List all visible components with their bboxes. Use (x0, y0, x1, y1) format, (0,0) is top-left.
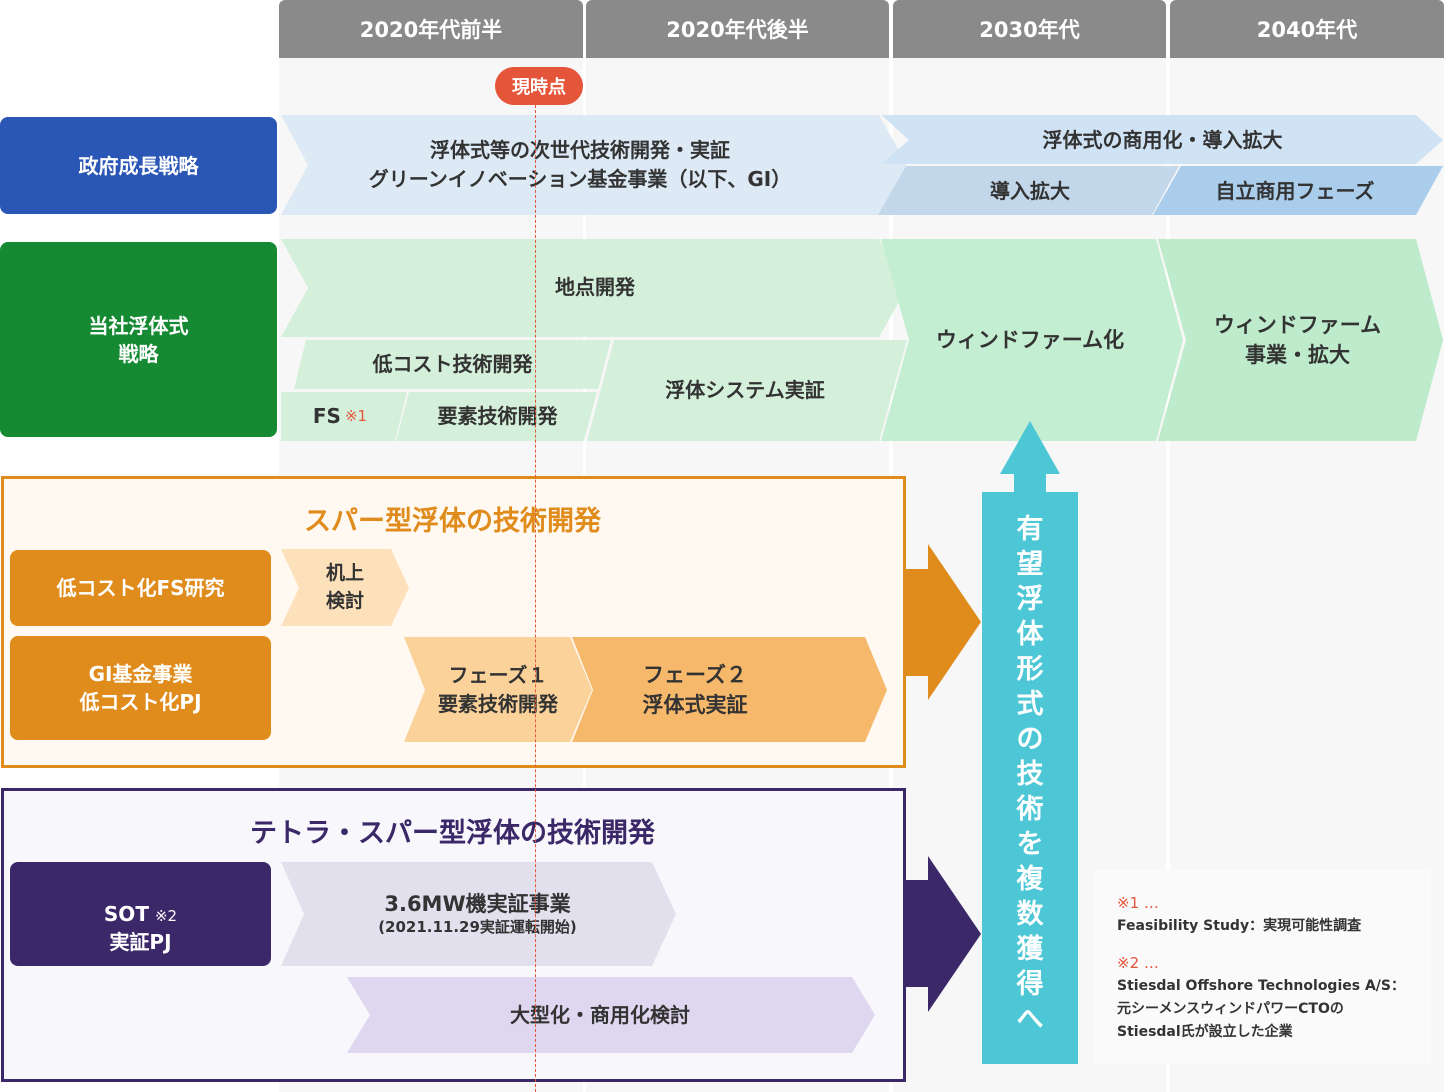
spar-section-title: スパー型浮体の技術開発 (304, 505, 601, 537)
co-item-windfarm-business: ウィンドファーム 事業・拡大 (1213, 312, 1382, 367)
goal-char: 形 (1016, 654, 1044, 685)
gov-arrow-2 (881, 115, 1443, 164)
co-item-system: 浮体システム実証 (665, 377, 825, 402)
goal-char: 数 (1016, 899, 1044, 930)
gov-item-2: 浮体式の商用化・導入拡大 (1042, 127, 1283, 152)
gov-item-1: 浮体式等の次世代技術開発・実証 グリーンイノベーション基金事業（以下、GI） (300, 118, 860, 212)
note-2-line-2: 元シーメンスウィンドパワーCTOの (1117, 1001, 1344, 1017)
tetra-label-line1: SOT ※2 (104, 872, 177, 928)
spar-arrow-desk (281, 549, 409, 626)
tetra-big-arrow (906, 856, 981, 1012)
tetra-arrow-scaleup (347, 977, 875, 1053)
co-arrow-system (587, 340, 907, 441)
goal-char: 有 (1016, 514, 1044, 545)
tetra-item-demo-main: 3.6MW機実証事業 (384, 891, 571, 916)
column-header-2020-early: 2020年代前半 (279, 0, 583, 58)
co-item-lowcost: 低コスト技術開発 (372, 351, 533, 376)
spar-item-desk: 机上 検討 (325, 562, 364, 612)
note-2-line-3: Stiesdal氏が設立した企業 (1117, 1024, 1293, 1040)
goal-text: 有望浮体形式の技術を複数獲得へ (982, 512, 1078, 1037)
goal-char: 浮 (1016, 584, 1044, 615)
goal-char: 獲 (1016, 934, 1044, 965)
co-arrow-element (396, 392, 597, 441)
tetra-arrow-demo (281, 862, 676, 966)
goal-char: の (1016, 724, 1044, 755)
co-arrow-fs (281, 392, 407, 441)
goal-char: 式 (1016, 689, 1044, 720)
goal-char: 技 (1016, 759, 1044, 790)
co-item-fs-note: ※1 (344, 406, 368, 425)
column-header-2020-late: 2020年代後半 (586, 0, 889, 58)
column-header-2030: 2030年代 (893, 0, 1166, 58)
gov-arrow-1 (281, 115, 907, 215)
goal-char: へ (1016, 1004, 1044, 1035)
spar-item-phase2: フェーズ２ 浮体式実証 (642, 662, 748, 717)
now-marker: 現時点 (495, 67, 583, 105)
notes-box: ※1 … Feasibility Study：実現可能性調査 ※2 … Stie… (1093, 870, 1431, 1064)
co-item-windfarm: ウィンドファーム化 (935, 327, 1125, 352)
co-arrow-site (281, 239, 907, 337)
note-2-mark: ※2 … (1117, 954, 1159, 972)
gov-item-1-line2: グリーンイノベーション基金事業（以下、GI） (368, 167, 792, 191)
tetra-item-scaleup: 大型化・商用化検討 (510, 1002, 690, 1027)
spar-row1-label: 低コスト化FS研究 (10, 550, 271, 626)
spar-row2-label: GI基金事業 低コスト化PJ (10, 636, 271, 740)
spar-item-phase1: フェーズ１ 要素技術開発 (438, 663, 558, 716)
tetra-label-note: ※2 (154, 907, 178, 925)
tetra-row1-label: SOT ※2 実証PJ (10, 862, 271, 966)
spar-big-arrow (906, 544, 981, 700)
column-header-2040: 2040年代 (1170, 0, 1444, 58)
tetra-label-line2: 実証PJ (109, 930, 172, 954)
co-item-site: 地点開発 (555, 274, 635, 299)
co-arrow-windfarm (881, 239, 1183, 441)
note-1-mark: ※1 … (1117, 894, 1159, 912)
spar-arrow-phase1 (404, 637, 592, 742)
government-strategy-label: 政府成長戦略 (0, 117, 277, 214)
co-arrow-lowcost (294, 340, 611, 389)
co-item-fs: FS※1 (285, 394, 395, 439)
co-item-element: 要素技術開発 (437, 404, 558, 428)
gov-arrow-3 (878, 166, 1179, 215)
gov-item-3: 導入拡大 (990, 178, 1070, 203)
tetra-section-title: テトラ・スパー型浮体の技術開発 (250, 817, 655, 849)
co-arrow-windfarm-business (1158, 239, 1443, 441)
goal-char: 体 (1016, 619, 1044, 650)
co-item-fs-label: FS (312, 404, 341, 428)
goal-char: 得 (1016, 969, 1044, 1000)
spar-arrow-phase2 (572, 637, 887, 742)
goal-char: 術 (1016, 794, 1044, 825)
note-1-line-1: Feasibility Study：実現可能性調査 (1117, 918, 1362, 934)
gov-item-1-line1: 浮体式等の次世代技術開発・実証 (430, 138, 730, 162)
now-line (535, 105, 536, 1092)
tetra-item-demo: 3.6MW機実証事業 (2021.11.29実証運転開始) (300, 866, 655, 962)
goal-char: を (1016, 829, 1044, 860)
gov-arrow-4 (1153, 166, 1443, 215)
goal-char: 望 (1016, 549, 1044, 580)
company-strategy-label: 当社浮体式 戦略 (0, 242, 277, 437)
note-2-line-1: Stiesdal Offshore Technologies A/S： (1117, 978, 1405, 994)
tetra-item-demo-sub: (2021.11.29実証運転開始) (378, 917, 577, 936)
goal-char: 複 (1016, 864, 1044, 895)
gov-item-4: 自立商用フェーズ (1215, 178, 1375, 203)
tetra-label-sot: SOT (103, 902, 149, 926)
